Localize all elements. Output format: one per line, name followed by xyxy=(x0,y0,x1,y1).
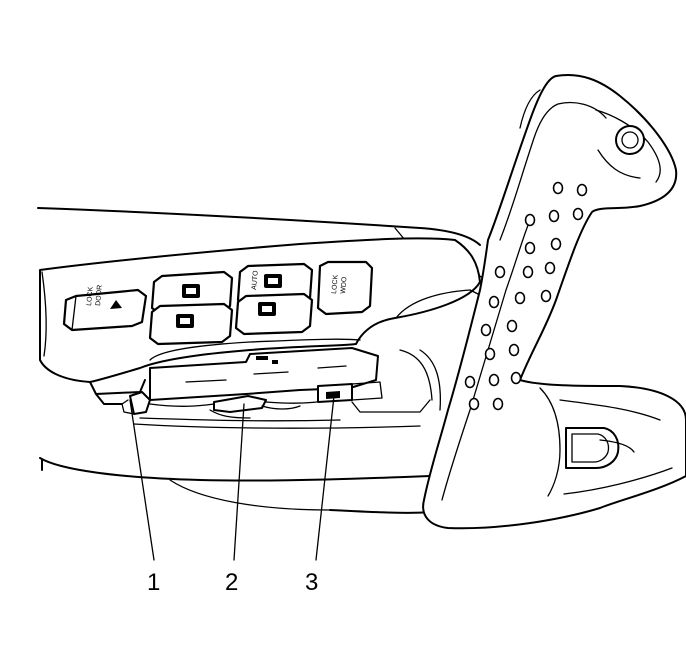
switch-housing-underside xyxy=(121,347,442,429)
door-lock-text-1: DOOR xyxy=(95,285,104,307)
callout-labels: 1 2 3 xyxy=(147,569,318,596)
leader-line-3 xyxy=(315,395,335,561)
door-lock-switch: DOOR LOCK xyxy=(62,285,148,332)
auto-text: AUTO xyxy=(251,270,260,290)
leader-line-2 xyxy=(233,403,245,561)
window-switch-group-left xyxy=(148,270,234,346)
wdo-lock-text-2: LOCK xyxy=(331,274,340,294)
wdo-lock-text-1: WDO xyxy=(340,276,349,294)
leader-line-1 xyxy=(129,399,155,561)
window-switch-group-right: AUTO xyxy=(234,262,314,336)
callout-3: 3 xyxy=(305,569,318,596)
perforation-pattern xyxy=(464,181,588,411)
callout-1: 1 xyxy=(147,569,160,596)
window-lock-switch: WDO LOCK xyxy=(316,260,374,316)
callout-2: 2 xyxy=(225,569,238,596)
callout-leaders xyxy=(129,395,335,561)
door-lock-text-2: LOCK xyxy=(86,286,95,306)
door-pull-handle xyxy=(422,74,686,530)
door-trim-panel xyxy=(37,207,481,514)
